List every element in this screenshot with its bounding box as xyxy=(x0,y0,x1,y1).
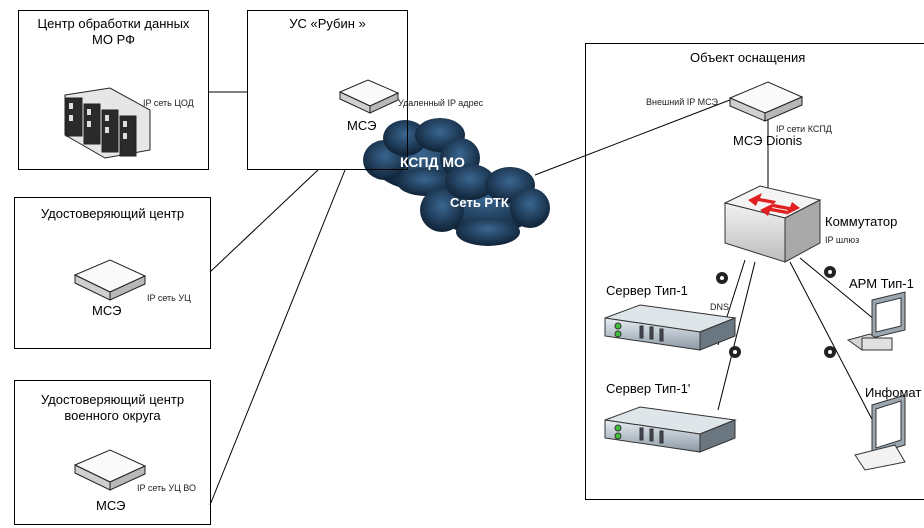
rubin-firewall-icon xyxy=(338,79,400,114)
switch-icon xyxy=(723,185,822,263)
gateway-label: IP шлюз xyxy=(825,235,860,245)
infomat-icon xyxy=(854,394,906,471)
rubin-box xyxy=(247,10,408,170)
infomat-label: Инфомат xyxy=(865,385,922,400)
rubin-title: УС «Рубин » xyxy=(289,16,366,31)
arm-workstation-icon xyxy=(846,291,906,351)
object-box xyxy=(585,43,924,500)
rtk-cloud xyxy=(420,164,550,246)
datacenter-title-line1: Центр обработки данных xyxy=(37,16,190,31)
datacenter-racks-icon xyxy=(64,87,151,159)
datacenter-ip-label: IP сеть ЦОД xyxy=(143,98,194,108)
kspd-cloud-label: КСПД МО xyxy=(400,154,465,170)
server2-icon xyxy=(604,406,737,453)
datacenter-title-line2: МО РФ xyxy=(92,32,135,47)
link-rubin-ucvo xyxy=(209,169,346,506)
link-cloud-firewall xyxy=(534,97,736,176)
link-switch-infomat xyxy=(789,261,876,426)
datacenter-box xyxy=(18,10,209,170)
server1-label: Сервер Тип-1 xyxy=(606,283,688,298)
dionis-firewall-label: МСЭ Dionis xyxy=(733,133,803,148)
rubin-remote-ip-label: Удаленный IP адрес xyxy=(398,98,484,108)
ucvo-firewall-icon xyxy=(73,449,147,491)
ucvo-title-line2: военного округа xyxy=(64,408,161,423)
rubin-firewall-label: МСЭ xyxy=(347,118,377,133)
server2-label: Сервер Тип-1' xyxy=(606,381,691,396)
dns-label: DNS xyxy=(710,302,730,312)
kspd-ip-label: IP сети КСПД xyxy=(776,124,832,134)
kspd-cloud xyxy=(363,118,480,196)
uc-box xyxy=(14,197,211,349)
link-connector-icons xyxy=(716,266,836,358)
connection-lines xyxy=(208,91,876,506)
uc-firewall-label: МСЭ xyxy=(92,303,122,318)
switch-label: Коммутатор xyxy=(825,214,898,229)
ucvo-ip-label: IP сеть УЦ ВО xyxy=(137,483,196,493)
ucvo-firewall-label: МСЭ xyxy=(96,498,126,513)
rtk-cloud-label: Сеть РТК xyxy=(450,195,509,210)
server1-icon xyxy=(604,304,737,351)
external-ip-label: Внешний IP МСЭ xyxy=(646,97,718,107)
uc-title: Удостоверяющий центр xyxy=(40,206,185,221)
dionis-firewall-icon xyxy=(728,81,804,122)
arm-label: АРМ Тип-1 xyxy=(849,276,914,291)
link-rubin-uc xyxy=(209,169,319,273)
ucvo-box xyxy=(14,380,211,525)
link-switch-server2 xyxy=(717,261,756,411)
uc-firewall-icon xyxy=(73,259,147,301)
link-switch-arm xyxy=(799,257,876,321)
object-title: Объект оснащения xyxy=(690,50,806,65)
uc-ip-label: IP сеть УЦ xyxy=(147,293,191,303)
ucvo-title-line1: Удостоверяющий центр xyxy=(40,392,185,407)
